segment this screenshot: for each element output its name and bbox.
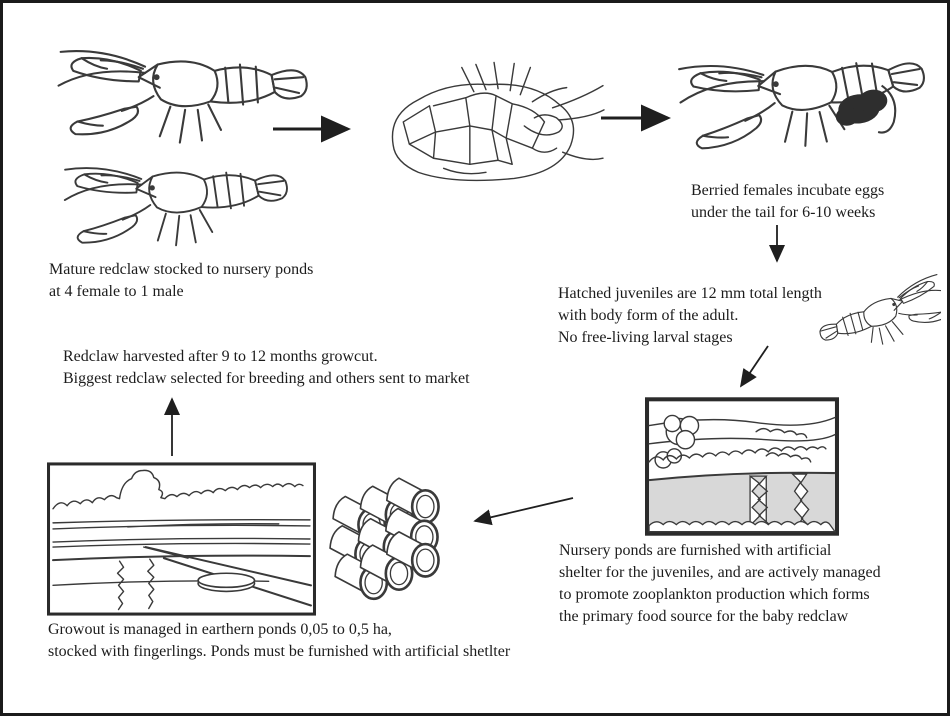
mature-redclaw-2-illustration xyxy=(62,156,288,249)
arrow-juveniles-to-nursery xyxy=(739,345,769,388)
berried-female-illustration xyxy=(675,42,931,160)
flow-arrows xyxy=(163,104,786,526)
caption-harvest: Redclaw harvested after 9 to 12 months g… xyxy=(63,348,470,387)
egg-mass xyxy=(835,89,888,126)
caption-hatched-juveniles: Hatched juveniles are 12 mm total length… xyxy=(558,285,822,346)
growout-pond-illustration xyxy=(47,462,316,616)
arrow-nursery-to-shelters xyxy=(473,497,574,526)
caption-mature-stocking: Mature redclaw stocked to nursery ponds … xyxy=(49,261,314,300)
caption-growout-ponds: Growout is managed in earthern ponds 0,0… xyxy=(48,621,511,660)
nursery-pond-illustration xyxy=(645,397,839,536)
pipe-shelter-illustration xyxy=(329,477,440,601)
caption-nursery-ponds: Nursery ponds are furnished with artific… xyxy=(559,542,881,625)
mature-redclaw-1-illustration xyxy=(57,50,308,144)
mating-pair-illustration xyxy=(391,61,605,182)
caption-berried-females: Berried females incubate eggs under the … xyxy=(691,182,885,221)
